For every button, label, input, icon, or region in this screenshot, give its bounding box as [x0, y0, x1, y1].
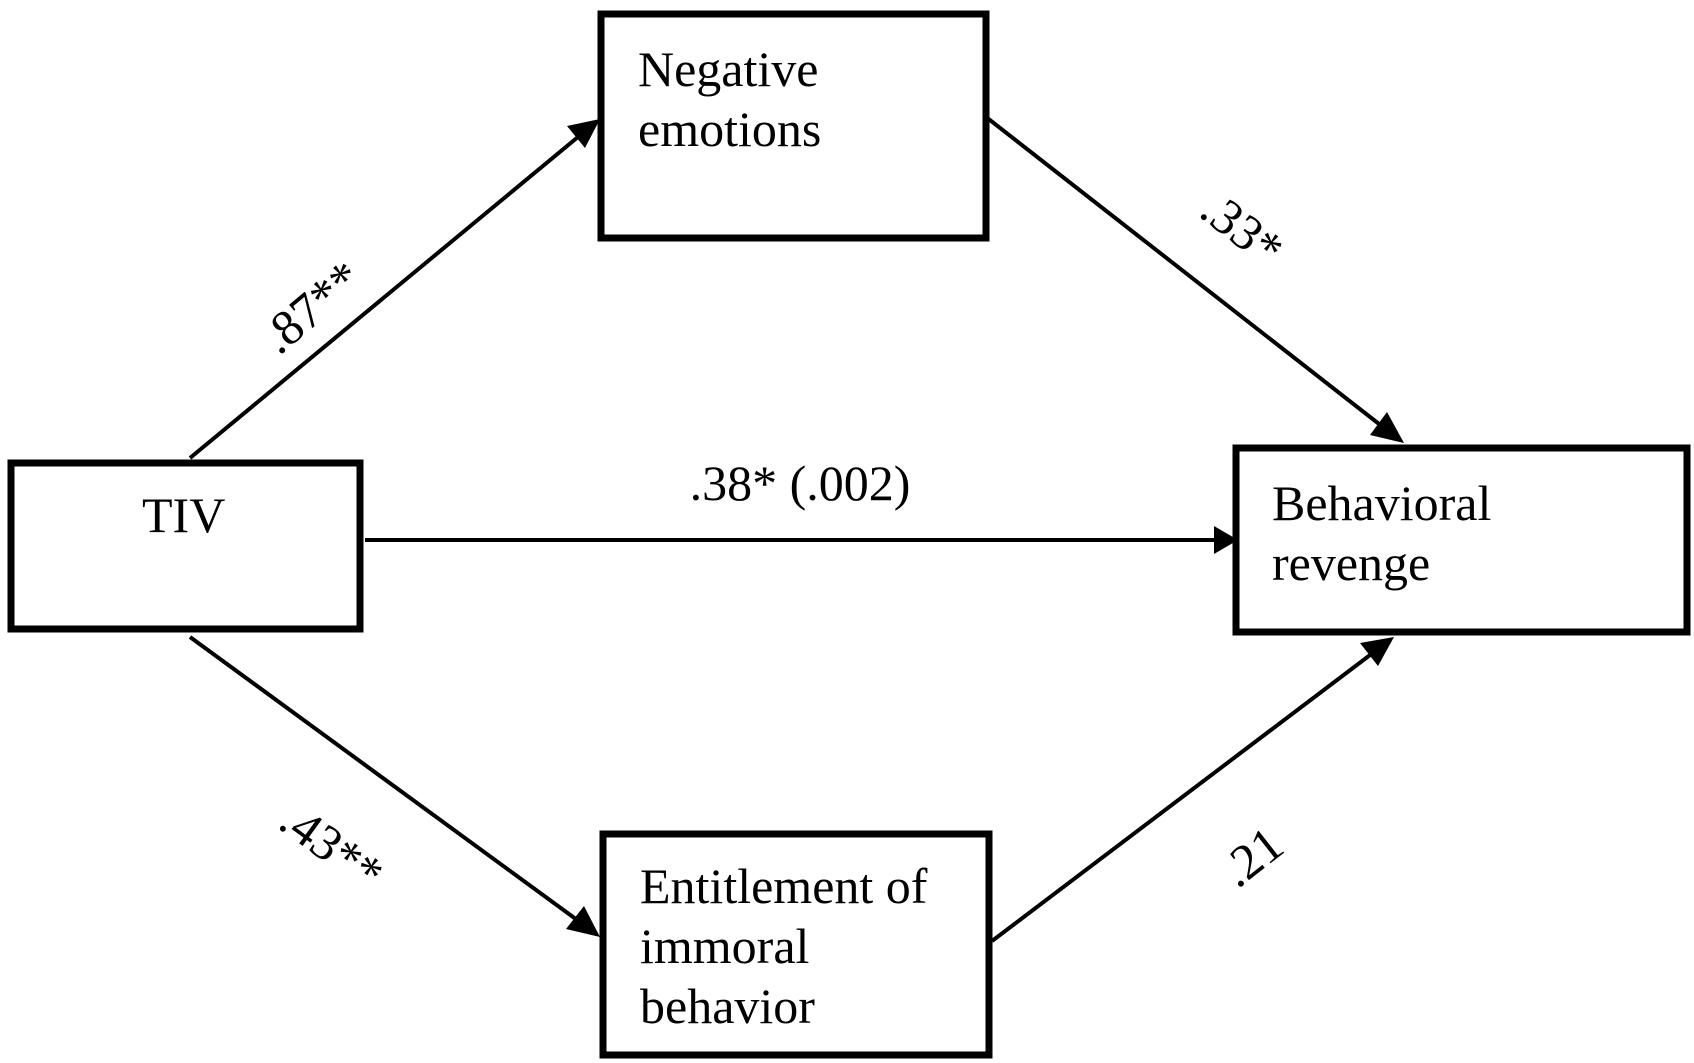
edge-tiv-to-entitlement — [188, 635, 600, 937]
node-label-line: Entitlement of — [640, 858, 928, 914]
edge-label-tiv-to-negative: .87** — [250, 249, 372, 364]
node-label-line: revenge — [1272, 535, 1430, 591]
arrow-line — [990, 647, 1380, 943]
arrowhead-icon — [1360, 637, 1394, 666]
node-box — [599, 830, 993, 1059]
node-label: Behavioral revenge — [1272, 475, 1504, 591]
node-tiv: TIV — [7, 459, 364, 633]
edge-label-entitlement-to-revenge: .21 — [1210, 815, 1294, 898]
node-entitlement-of-immoral-behavior: Entitlement of immoral behavior — [599, 830, 993, 1059]
node-negative-emotions: Negative emotions — [597, 10, 990, 242]
arrowhead-icon — [567, 119, 600, 148]
arrowhead-icon — [1214, 526, 1238, 554]
node-label-line: TIV — [142, 487, 225, 543]
edge-label-negative-to-revenge: .33* — [1191, 180, 1294, 278]
node-box — [1232, 444, 1691, 636]
node-behavioral-revenge: Behavioral revenge — [1232, 444, 1691, 636]
node-label: Negative emotions — [638, 41, 831, 157]
node-label: TIV — [142, 487, 225, 543]
arrow-line — [984, 115, 1390, 433]
edge-label-tiv-to-entitlement: .43** — [270, 791, 394, 902]
node-label-line: emotions — [638, 101, 821, 157]
arrow-line — [188, 635, 586, 927]
node-label-line: Negative — [638, 41, 818, 97]
edge-negative-emotions-to-behavioral-revenge — [984, 115, 1404, 443]
edge-label-tiv-to-revenge: .38* (.002) — [690, 455, 911, 511]
node-label-line: behavior — [640, 978, 815, 1034]
arrow-line — [188, 130, 586, 460]
arrowhead-icon — [1370, 412, 1404, 443]
node-box — [597, 10, 990, 242]
node-label: Entitlement of immoral behavior — [640, 858, 940, 1034]
arrowhead-icon — [566, 906, 600, 937]
node-box — [7, 459, 364, 633]
node-label-line: Behavioral — [1272, 475, 1491, 531]
edge-tiv-to-negative-emotions — [188, 119, 600, 460]
edge-tiv-to-behavioral-revenge — [365, 526, 1238, 554]
node-label-line: immoral — [640, 918, 809, 974]
edge-entitlement-to-behavioral-revenge — [990, 637, 1394, 943]
